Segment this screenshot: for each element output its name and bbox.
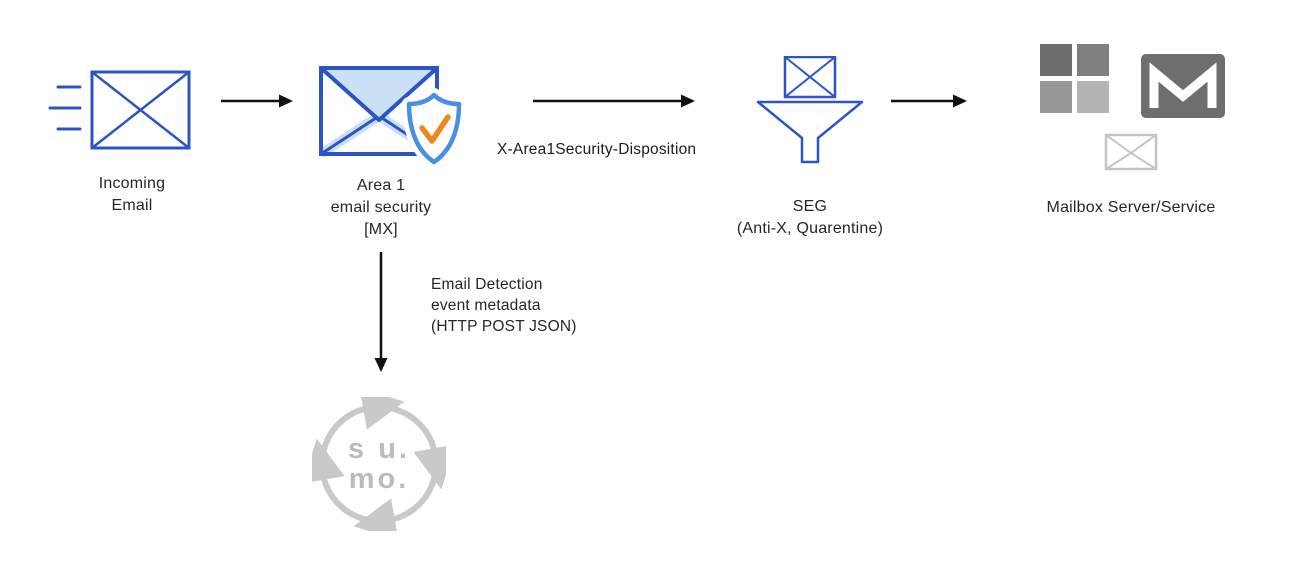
area1-to-sumo-label-line3: (HTTP POST JSON): [431, 318, 577, 335]
arrow-seg-to-mailbox-icon: [891, 94, 967, 108]
sumo-logic-circular-arrows-icon: [312, 397, 446, 531]
incoming-email-label-line2: Email: [111, 197, 153, 214]
sumo-wordmark-line2: mo.: [348, 463, 410, 495]
envelope-outline-icon: [1104, 133, 1158, 171]
incoming-email-label: Incoming Email: [52, 173, 212, 217]
area1-to-sumo-label-line1: Email Detection: [431, 276, 543, 293]
area1-label-line2: email security: [330, 199, 432, 216]
microsoft-logo-icon: [1040, 44, 1109, 113]
seg-label-line2: (Anti-X, Quarentine): [736, 220, 884, 237]
microsoft-square-top-right: [1077, 44, 1109, 76]
area1-label: Area 1 email security [MX]: [301, 175, 461, 241]
area1-label-line3: [MX]: [364, 221, 398, 238]
microsoft-square-bottom-left: [1040, 81, 1072, 113]
microsoft-square-top-left: [1040, 44, 1072, 76]
seg-label-line1: SEG: [792, 198, 828, 215]
envelope-fast-icon: [48, 70, 191, 150]
area1-to-seg-edge-label: X-Area1Security-Disposition: [497, 141, 697, 158]
mailbox-label: Mailbox Server/Service: [1046, 199, 1216, 216]
arrow-incoming-to-area1-icon: [221, 94, 293, 108]
seg-label: SEG (Anti-X, Quarentine): [700, 196, 920, 240]
arrow-area1-to-sumo-icon: [374, 252, 388, 372]
funnel-envelope-icon: [756, 56, 864, 164]
area1-label-line1: Area 1: [356, 177, 406, 194]
microsoft-square-bottom-right: [1077, 81, 1109, 113]
sumo-wordmark-line1: s u.: [348, 433, 410, 465]
area1-to-sumo-edge-label: Email Detection event metadata (HTTP POS…: [431, 274, 651, 337]
arrow-area1-to-seg-icon: [533, 94, 695, 108]
sumo-logic-wordmark: s u. mo.: [312, 397, 446, 531]
incoming-email-label-line1: Incoming: [98, 175, 166, 192]
envelope-shield-check-icon: [318, 66, 466, 169]
gmail-icon: [1141, 54, 1225, 118]
area1-to-sumo-label-line2: event metadata: [431, 297, 541, 314]
